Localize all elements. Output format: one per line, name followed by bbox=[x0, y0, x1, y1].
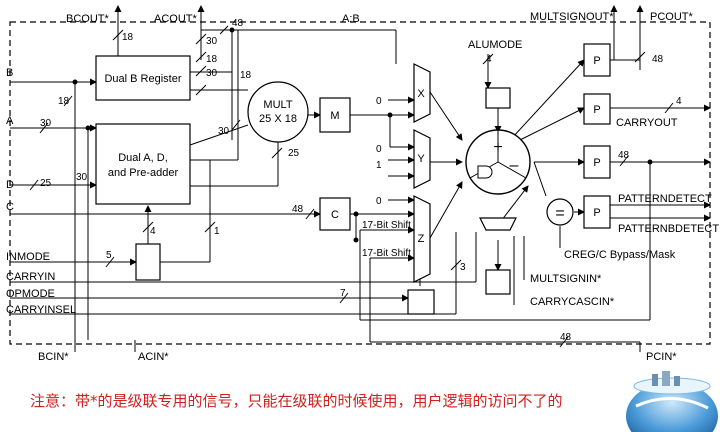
opmode-register bbox=[407, 289, 435, 315]
port-creg: CREG/C Bypass/Mask bbox=[564, 249, 676, 261]
equals-sign: = bbox=[555, 205, 564, 222]
port-patterndetect: PATTERNDETECT bbox=[618, 193, 712, 205]
dual-b-register-block bbox=[95, 55, 191, 101]
carryin-register bbox=[485, 269, 511, 295]
cascade-note: 注意：带*的是级联专用的信号，只能在级联的时候使用，用户逻辑的访问不了的 bbox=[30, 392, 563, 410]
bus-width-bcin: 18 bbox=[58, 96, 70, 107]
inmode-register bbox=[135, 243, 161, 281]
port-multsignin: MULTSIGNIN* bbox=[530, 273, 602, 285]
bus-width-inmode: 5 bbox=[106, 250, 112, 261]
bus-width-opmode: 7 bbox=[340, 288, 346, 299]
bus-width-b-mult: 30 bbox=[206, 68, 218, 79]
p-register-pcout bbox=[583, 43, 611, 77]
mult-label-line1: MULT bbox=[263, 99, 292, 111]
port-pcout: PCOUT* bbox=[650, 11, 694, 23]
port-d: D bbox=[6, 179, 14, 191]
bus-width-b-out: 18 bbox=[206, 54, 218, 65]
bus-width-p: 48 bbox=[618, 150, 630, 161]
port-b: B bbox=[6, 67, 13, 79]
dual-b-register-label: Dual B Register bbox=[104, 73, 181, 85]
mux-y-label: Y bbox=[417, 153, 425, 165]
bus-width-a: 30 bbox=[40, 118, 52, 129]
mult-label-line2: 25 X 18 bbox=[259, 113, 297, 125]
dsp-slice-boundary bbox=[9, 21, 711, 345]
port-acout: ACOUT* bbox=[154, 13, 198, 25]
mux-z-label: Z bbox=[418, 233, 425, 245]
dual-ad-label-line1: Dual A, D, bbox=[118, 152, 168, 164]
bus-width-d: 25 bbox=[40, 178, 52, 189]
mux-y bbox=[413, 129, 431, 189]
port-carryinsel: CARRYINSEL bbox=[6, 304, 76, 316]
p-register-label: P bbox=[593, 157, 600, 169]
multiplier-block bbox=[247, 81, 309, 143]
bus-width-ad-mult: 30 bbox=[218, 126, 230, 137]
bus-width-inmode-reg: 4 bbox=[150, 226, 156, 237]
port-c: C bbox=[6, 201, 14, 213]
bus-width-pcout: 48 bbox=[652, 54, 664, 65]
port-bcout: BCOUT* bbox=[66, 13, 110, 25]
bus-width-mult-25: 25 bbox=[288, 148, 300, 159]
p-register-label: P bbox=[593, 104, 600, 116]
carry-mux bbox=[479, 217, 517, 231]
bus-width-mult-b: 18 bbox=[240, 70, 252, 81]
bus-width-inmode-1: 1 bbox=[214, 226, 220, 237]
mux-y-one: 1 bbox=[376, 160, 382, 171]
alu-minus-sign: – bbox=[510, 157, 519, 174]
mux-y-zero: 0 bbox=[376, 144, 382, 155]
dual-ad-label-line2: and Pre-adder bbox=[108, 167, 179, 179]
p-register-pattern bbox=[583, 195, 611, 229]
alu-plus-sign: + bbox=[493, 139, 502, 156]
pattern-compare-block bbox=[546, 198, 574, 226]
mux-z-zero: 0 bbox=[376, 196, 382, 207]
bus-width-ab: 48 bbox=[232, 18, 244, 29]
mux-x-zero: 0 bbox=[376, 96, 382, 107]
port-carrycascin: CARRYCASCIN* bbox=[530, 296, 615, 308]
globe-logo bbox=[626, 371, 718, 432]
port-opmode: OPMODE bbox=[6, 288, 55, 300]
p-register-carryout bbox=[583, 93, 611, 125]
c-register bbox=[319, 197, 351, 231]
m-register bbox=[319, 97, 351, 133]
port-carryout: CARRYOUT bbox=[616, 117, 678, 129]
shift-label-1: 17-Bit Shift bbox=[362, 220, 411, 231]
bus-width-acin: 30 bbox=[76, 172, 88, 183]
alu-logic-icon bbox=[477, 165, 493, 179]
port-inmode: INMODE bbox=[6, 251, 50, 263]
port-a: A bbox=[6, 115, 14, 127]
port-ab: A:B bbox=[342, 13, 360, 25]
bus-width-carryout: 4 bbox=[676, 96, 682, 107]
p-register-output bbox=[583, 145, 611, 179]
bus-width-pcin: 48 bbox=[560, 332, 572, 343]
bus-width-carryinsel: 3 bbox=[460, 262, 466, 273]
p-register-label: P bbox=[593, 207, 600, 219]
port-bcin: BCIN* bbox=[38, 351, 69, 363]
port-alumode: ALUMODE bbox=[468, 39, 522, 51]
mux-x-label: X bbox=[417, 88, 425, 100]
alumode-register bbox=[485, 87, 511, 109]
bus-width-acout: 30 bbox=[206, 36, 218, 47]
port-multsignout: MULTSIGNOUT* bbox=[530, 11, 614, 23]
mux-x bbox=[413, 63, 431, 123]
port-carryin: CARRYIN bbox=[6, 271, 55, 283]
port-patternbdetect: PATTERNBDETECT bbox=[618, 223, 719, 235]
mux-z bbox=[413, 195, 431, 283]
bus-width-bcout: 18 bbox=[122, 32, 134, 43]
shift-label-2: 17-Bit Shift bbox=[362, 248, 411, 259]
p-register-label: P bbox=[593, 55, 600, 67]
bus-width-alumode: 4 bbox=[486, 54, 492, 65]
dual-ad-preadder-block bbox=[95, 123, 191, 205]
c-register-label: C bbox=[331, 209, 339, 221]
bus-width-c: 48 bbox=[292, 204, 304, 215]
port-pcin: PCIN* bbox=[646, 351, 677, 363]
port-acin: ACIN* bbox=[138, 351, 169, 363]
m-register-label: M bbox=[330, 110, 339, 122]
